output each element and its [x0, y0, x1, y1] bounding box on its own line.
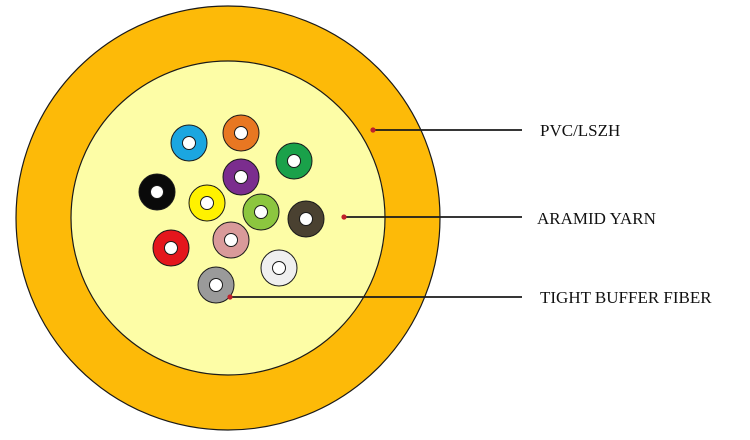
callout-fiber: TIGHT BUFFER FIBER — [227, 288, 712, 307]
fiber-green — [275, 142, 313, 180]
fiber-gray — [197, 266, 235, 304]
tight-buffer-fibers — [138, 114, 325, 304]
leader-dot-jacket — [370, 127, 376, 133]
fiber-red — [152, 229, 190, 267]
fiber-core-light-green — [254, 205, 268, 219]
aramid-yarn-layer — [70, 60, 386, 376]
fiber-core-white — [272, 261, 286, 275]
callout-jacket: PVC/LSZH — [370, 121, 620, 140]
callout-aramid: ARAMID YARN — [341, 209, 656, 228]
fiber-core-gray — [209, 278, 223, 292]
fiber-core-brown — [299, 212, 313, 226]
label-tight-buffer-fiber: TIGHT BUFFER FIBER — [540, 288, 712, 307]
fiber-core-black — [150, 185, 164, 199]
fiber-orange — [222, 114, 260, 152]
fiber-core-orange — [234, 126, 248, 140]
label-aramid-yarn: ARAMID YARN — [537, 209, 656, 228]
fiber-core-pink — [224, 233, 238, 247]
fiber-core-red — [164, 241, 178, 255]
fiber-core-purple — [234, 170, 248, 184]
fiber-pink — [212, 221, 250, 259]
fiber-core-green — [287, 154, 301, 168]
fiber-light-green — [242, 193, 280, 231]
leader-dot-fiber — [227, 294, 233, 300]
fiber-blue — [170, 124, 208, 162]
fiber-core-yellow — [200, 196, 214, 210]
fiber-black — [138, 173, 176, 211]
fiber-brown — [287, 200, 325, 238]
fiber-yellow — [188, 184, 226, 222]
leader-dot-aramid — [341, 214, 347, 220]
fiber-core-blue — [182, 136, 196, 150]
label-pvc-lszh: PVC/LSZH — [540, 121, 620, 140]
fiber-white — [260, 249, 298, 287]
fiber-purple — [222, 158, 260, 196]
